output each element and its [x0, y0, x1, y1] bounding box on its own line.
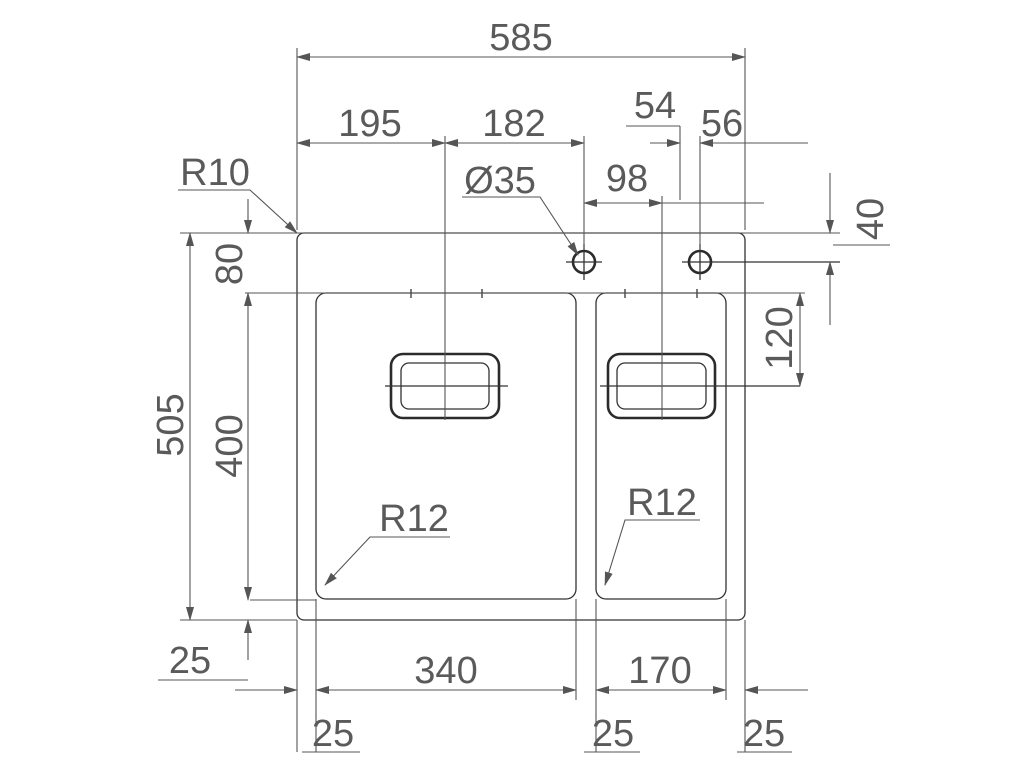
dim-tap-hole: Ø35 [464, 160, 536, 202]
dim-drain1-to-tap: 182 [482, 103, 545, 145]
dim-bowl1-width: 340 [414, 650, 477, 692]
dim-bowl-depth: 400 [209, 414, 251, 477]
bowl-right [595, 292, 727, 600]
dim-middle-margin: 25 [592, 713, 634, 755]
dimension-lines [158, 53, 890, 753]
dim-left-margin: 25 [312, 713, 354, 755]
dim-bowl2-width: 170 [628, 650, 691, 692]
dim-drain2-from-bowl-top: 120 [759, 306, 801, 369]
dim-tap-from-top: 40 [850, 198, 892, 240]
tap-hole-2 [682, 244, 840, 280]
dim-overall-depth: 505 [150, 393, 192, 456]
dim-bottom-margin: 25 [169, 640, 211, 682]
extension-lines [180, 48, 840, 752]
dim-tap-offset: 54 [634, 85, 676, 127]
dim-bowl1-radius: R12 [379, 498, 449, 540]
dim-tap-to-drain2: 98 [606, 158, 648, 200]
sink-outline [296, 232, 746, 621]
dim-right-offset: 56 [701, 103, 743, 145]
leader-lines [178, 189, 700, 586]
dim-right-margin: 25 [743, 713, 785, 755]
dim-left-to-drain1: 195 [338, 103, 401, 145]
dim-bowl2-radius: R12 [627, 482, 697, 524]
dim-overall-width: 585 [489, 17, 552, 59]
drain-left [385, 352, 508, 420]
dim-top-radius: R10 [180, 152, 250, 194]
dim-top-margin: 80 [209, 243, 251, 285]
